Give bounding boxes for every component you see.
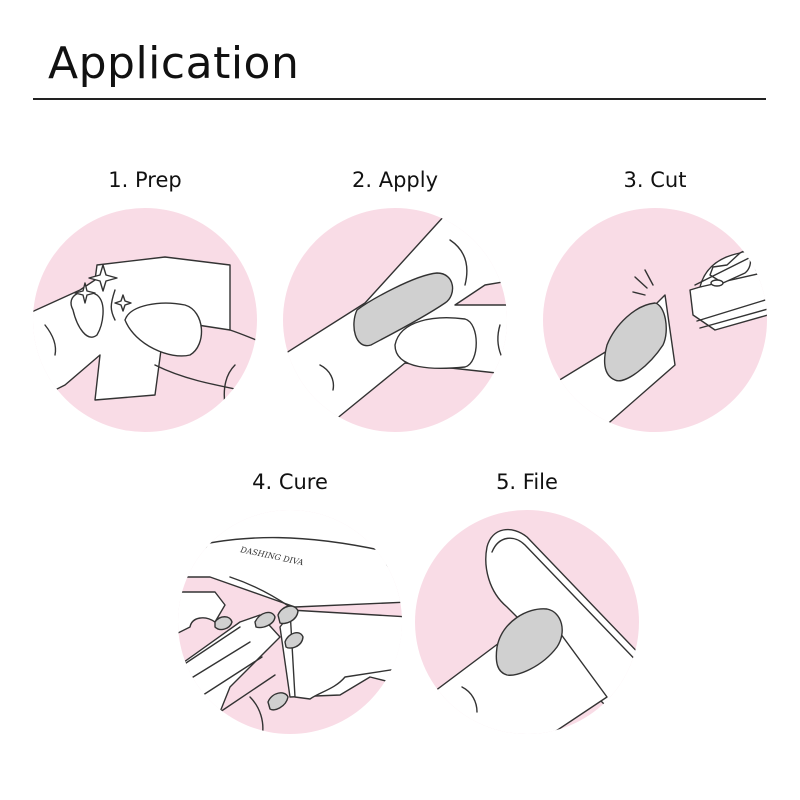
cure-illustration-icon: DASHING DIVA: [178, 510, 402, 734]
step-apply: 2. Apply: [275, 165, 515, 435]
sparkle-icon: [88, 264, 118, 292]
step-cure: 4. Cure DASHING DIVA: [170, 467, 410, 737]
step-cut: 3. Cut: [535, 165, 775, 435]
page-title: Application: [48, 38, 300, 89]
cut-illustration-icon: [543, 208, 767, 432]
step-label: 3. Cut: [623, 168, 687, 192]
prep-illustration-icon: [33, 208, 257, 432]
step-label: 2. Apply: [352, 168, 438, 192]
apply-illustration-icon: [283, 208, 507, 432]
sparkle-icon: [74, 282, 96, 304]
file-illustration-icon: [415, 510, 639, 734]
step-prep: 1. Prep: [25, 165, 265, 435]
step-label: 5. File: [496, 470, 558, 494]
step-file: 5. File: [407, 467, 647, 737]
step-label: 4. Cure: [252, 470, 328, 494]
snip-lines-icon: [632, 269, 654, 296]
sparkle-icon: [114, 294, 132, 312]
step-label: 1. Prep: [108, 168, 182, 192]
title-divider: [33, 98, 766, 100]
